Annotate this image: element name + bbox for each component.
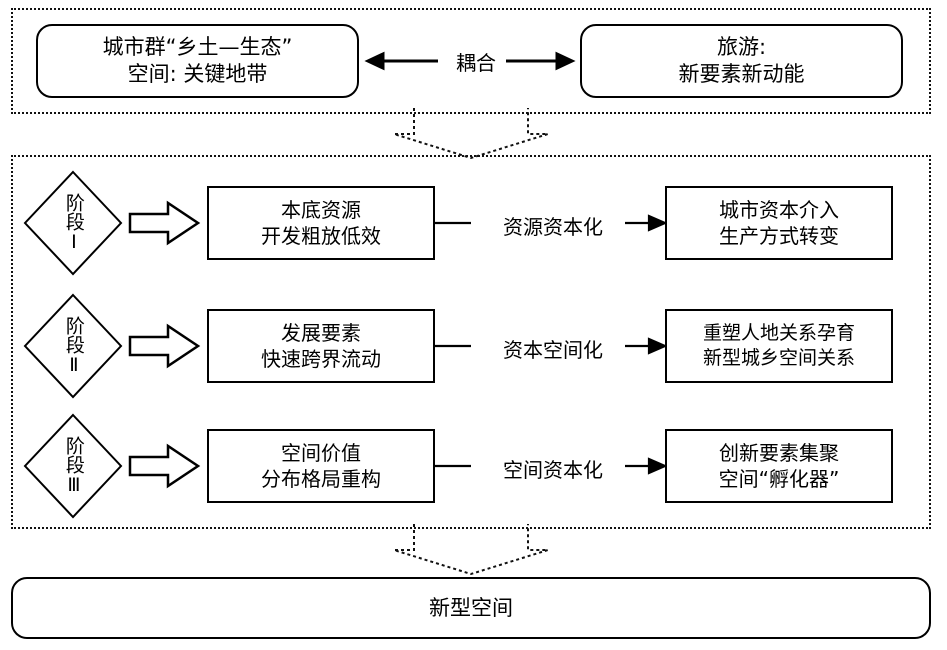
- stage-diamond-label-3: 阶段Ⅲ: [62, 436, 85, 496]
- stage-result-box-1: 城市资本介入 生产方式转变: [665, 186, 893, 260]
- urban-rural-ecology-line2: 空间: 关键地带: [127, 62, 268, 86]
- stage-row: 阶段Ⅰ 本底资源 开发粗放低效 资源资本化: [0, 170, 947, 276]
- stage-result-box-2: 重塑人地关系孕育 新型城乡空间关系: [665, 309, 893, 383]
- coupling-connector: [364, 44, 576, 78]
- new-space-box: 新型空间: [11, 577, 931, 639]
- stage-connector-label-2: 资本空间化: [481, 334, 625, 363]
- stage-source-line1-3: 空间价值: [281, 441, 361, 465]
- stage-result-line1-1: 城市资本介入: [719, 198, 839, 222]
- stage-diamond-label-1: 阶段Ⅰ: [62, 193, 85, 253]
- new-space-label: 新型空间: [429, 595, 513, 620]
- stage-diamond-1: 阶段Ⅰ: [23, 170, 123, 276]
- urban-rural-ecology-box: 城市群“乡土—生态” 空间: 关键地带: [36, 24, 359, 98]
- stage-source-box-2: 发展要素 快速跨界流动: [207, 309, 435, 383]
- stage-source-line2-1: 开发粗放低效: [261, 224, 381, 248]
- block-arrow-right-icon: [128, 323, 201, 369]
- tourism-line2: 新要素新动能: [678, 62, 805, 86]
- block-arrow-3: [128, 443, 201, 489]
- stages-group: [11, 155, 931, 529]
- down-arrow-dotted-1: [393, 108, 549, 160]
- stage-source-line2-2: 快速跨界流动: [261, 347, 381, 371]
- urban-rural-ecology-line1: 城市群“乡土—生态”: [102, 35, 293, 60]
- stage-source-line1-2: 发展要素: [281, 321, 361, 345]
- stage-connector-label-3: 空间资本化: [481, 454, 625, 483]
- top-coupling-group: [11, 8, 931, 114]
- diamond-shape-icon: [23, 293, 123, 399]
- coupling-arrows-svg: [364, 51, 576, 71]
- down-arrow-dotted-2: [393, 524, 549, 576]
- diamond-shape-icon: [23, 413, 123, 519]
- tourism-line1: 旅游:: [716, 35, 767, 60]
- stage-source-line1-1: 本底资源: [281, 198, 361, 222]
- block-arrow-right-icon: [128, 443, 201, 489]
- stage-source-line2-3: 分布格局重构: [261, 467, 381, 491]
- stage-source-box-1: 本底资源 开发粗放低效: [207, 186, 435, 260]
- top-to-stages-arrow: [386, 108, 556, 160]
- tourism-new-momentum-box: 旅游: 新要素新动能: [580, 24, 903, 98]
- diamond-shape-icon: [23, 170, 123, 276]
- stage-result-line2-3: 空间“孵化器”: [718, 467, 840, 491]
- coupling-label: 耦合: [446, 47, 506, 76]
- stages-to-bottom-arrow: [386, 524, 556, 576]
- stage-diamond-label-2: 阶段Ⅱ: [62, 316, 85, 376]
- stage-result-box-3: 创新要素集聚 空间“孵化器”: [665, 429, 893, 503]
- block-arrow-1: [128, 200, 201, 246]
- stage-row: 阶段Ⅱ 发展要素 快速跨界流动 资本空间化 重: [0, 293, 947, 399]
- stage-row: 阶段Ⅲ 空间价值 分布格局重构 空间资本化 创: [0, 413, 947, 519]
- stage-result-line1-3: 创新要素集聚: [718, 441, 839, 465]
- stage-source-box-3: 空间价值 分布格局重构: [207, 429, 435, 503]
- stage-diamond-2: 阶段Ⅱ: [23, 293, 123, 399]
- block-arrow-right-icon: [128, 200, 201, 246]
- stage-connector-label-1: 资源资本化: [481, 211, 625, 240]
- stage-diamond-3: 阶段Ⅲ: [23, 413, 123, 519]
- block-arrow-2: [128, 323, 201, 369]
- stage-result-line2-1: 生产方式转变: [719, 224, 839, 248]
- stage-result-line1-2: 重塑人地关系孕育: [702, 322, 855, 345]
- stage-result-line2-2: 新型城乡空间关系: [702, 347, 855, 369]
